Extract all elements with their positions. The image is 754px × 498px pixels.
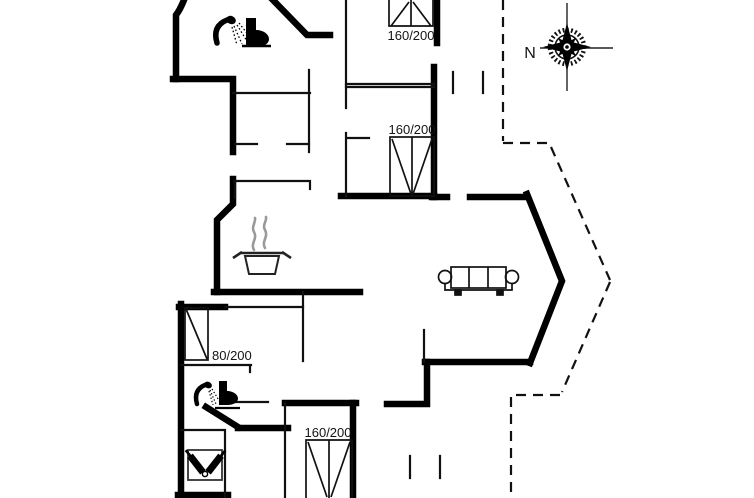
terrace-line-diag2 xyxy=(560,281,612,393)
top-diagonal-wall xyxy=(268,0,334,39)
bed-size-label-middle: 160/200 xyxy=(389,122,436,137)
toilet-icon xyxy=(242,18,271,48)
pot-handle-right xyxy=(281,250,292,260)
double-bed-middle xyxy=(389,136,435,197)
pot-steam-icon xyxy=(232,215,292,275)
pot-body xyxy=(243,255,281,275)
sofa-icon xyxy=(437,266,520,296)
shower-icon xyxy=(213,15,251,46)
bath2-diagonal-wall xyxy=(201,402,243,432)
hall-divider xyxy=(232,179,312,200)
bed-size-label-bottom: 160/200 xyxy=(305,425,352,440)
toilet-icon xyxy=(215,381,240,410)
bathroom-bottom-icons xyxy=(193,381,240,410)
hall-west-wall xyxy=(344,0,371,198)
terrace-line-diag1 xyxy=(549,146,612,281)
terrace-post-pair-top xyxy=(451,70,485,95)
double-bed-bottom xyxy=(305,439,353,498)
terrace-dashed-boundary xyxy=(501,0,612,498)
entry-arc-wall xyxy=(172,0,188,83)
double-bed-top xyxy=(388,0,434,27)
kitchen-west-wall xyxy=(213,175,237,296)
compass-rose-icon xyxy=(540,3,613,91)
interior-walls xyxy=(179,0,485,498)
bathroom-top-icons xyxy=(213,15,271,48)
north-label: N xyxy=(524,45,536,62)
storage-walls xyxy=(179,428,227,498)
bath1-bottom-wall xyxy=(169,75,237,156)
smallroom-south-wall xyxy=(179,363,253,374)
shower-icon xyxy=(193,381,221,407)
beds xyxy=(184,0,435,498)
wine-bottles-icon xyxy=(184,449,227,481)
bed-size-label-top: 160/200 xyxy=(388,28,435,43)
outer-walls xyxy=(169,0,566,498)
steam xyxy=(262,215,268,250)
bay-window-walls xyxy=(522,189,566,368)
terrace-post-pair-bottom xyxy=(408,454,442,480)
single-bed xyxy=(184,307,209,361)
pot-handle-left xyxy=(232,250,243,260)
steam xyxy=(251,216,257,252)
terrace-door-wall xyxy=(383,358,431,408)
bed-size-label-single: 80/200 xyxy=(212,348,252,363)
